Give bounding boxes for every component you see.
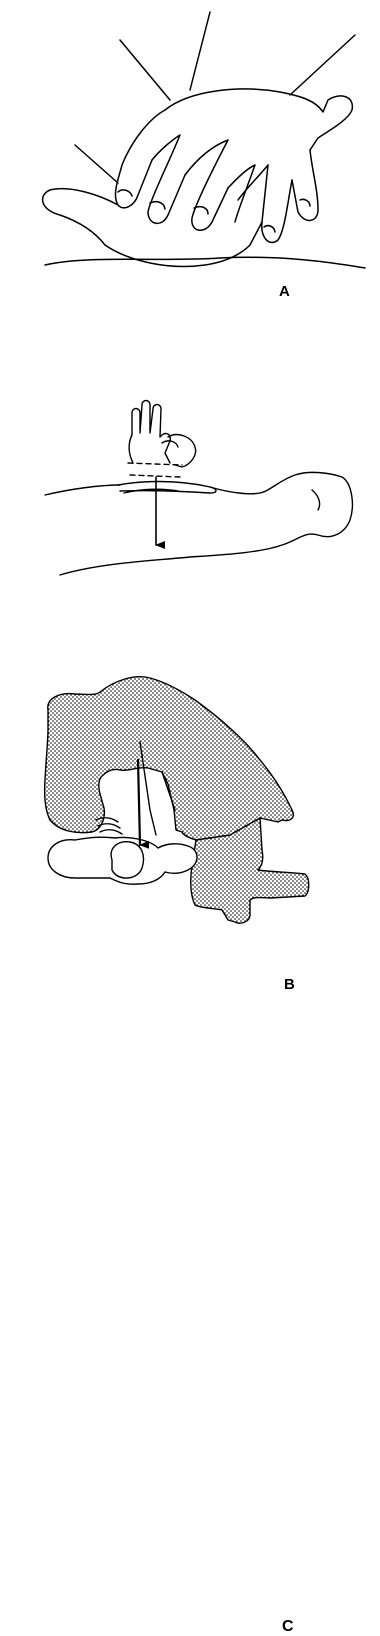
upper-hand-outline bbox=[165, 89, 352, 150]
nail-5 bbox=[300, 199, 310, 206]
arm-right-line bbox=[290, 35, 355, 95]
nail-4 bbox=[264, 226, 275, 232]
finger-middle bbox=[148, 135, 185, 223]
patient-with-hands-icon bbox=[0, 395, 380, 605]
motion-line-3 bbox=[100, 830, 122, 834]
upright-hand-palm bbox=[129, 435, 133, 463]
rescuer-compression-icon bbox=[0, 660, 380, 977]
panel-label: B bbox=[284, 976, 295, 993]
rescuer-body bbox=[45, 677, 309, 923]
upper-hand-ring bbox=[262, 165, 292, 242]
panel-b-compression-site: B bbox=[0, 395, 380, 605]
body-outline bbox=[60, 472, 352, 575]
nail-1 bbox=[118, 190, 132, 196]
arm-left-line bbox=[120, 40, 170, 100]
overlapping-hands-icon bbox=[0, 0, 380, 300]
finger-index bbox=[115, 110, 165, 208]
patient-head bbox=[111, 842, 143, 878]
dashed-marker bbox=[128, 463, 182, 465]
lower-thumb bbox=[43, 189, 118, 245]
nail-3 bbox=[194, 207, 208, 214]
upright-hand bbox=[132, 401, 170, 464]
body-top-left bbox=[45, 485, 120, 495]
second-hand bbox=[168, 435, 196, 467]
panel-a-hand-placement: A bbox=[0, 0, 380, 300]
finger-pinky bbox=[228, 165, 255, 222]
finger-ring bbox=[185, 140, 228, 230]
chest-line bbox=[45, 257, 365, 268]
compression-arrow bbox=[138, 760, 140, 845]
panel-label: A bbox=[279, 283, 290, 300]
dashed-marker-lower bbox=[130, 475, 180, 477]
nail-2 bbox=[150, 202, 165, 209]
arm-lower-left-line bbox=[75, 145, 118, 183]
motion-line-2 bbox=[98, 824, 120, 828]
panel-label: C bbox=[282, 1618, 294, 1636]
arm-center-line bbox=[190, 12, 210, 90]
head-detail bbox=[312, 490, 320, 510]
upper-hand-pinky bbox=[292, 150, 318, 220]
panel-c-rescuer-position: C bbox=[0, 660, 380, 977]
